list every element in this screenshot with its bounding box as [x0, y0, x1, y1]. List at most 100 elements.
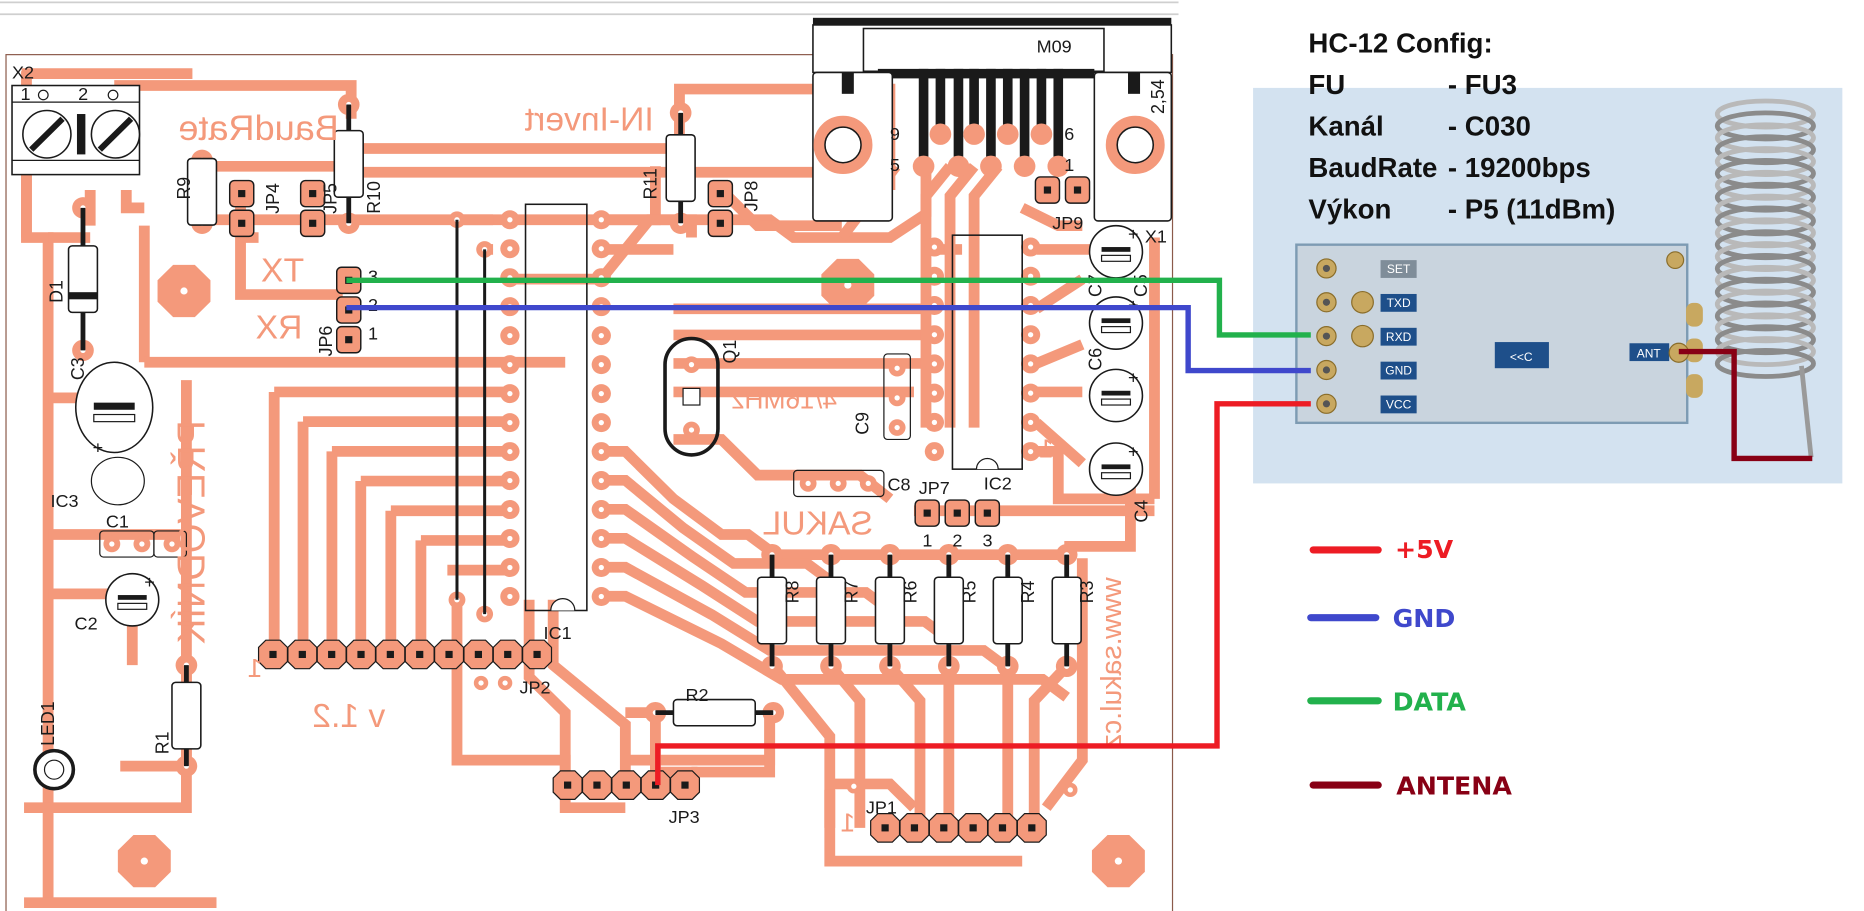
- resistor-r5: [933, 576, 965, 645]
- led1-label: LED1: [38, 701, 58, 746]
- module-pin-label: TXD: [1387, 296, 1411, 310]
- copper-trace: [596, 503, 894, 615]
- copper-trace: [596, 590, 1070, 702]
- prevodnik-copper-text: PŘEVODNÍK: [170, 420, 213, 644]
- db9-pin: [1053, 68, 1064, 164]
- author-copper-text: SAKUL: [763, 506, 873, 543]
- polarity-mark: +: [1128, 368, 1139, 388]
- gnd-wire: [346, 304, 1311, 374]
- copper-trace: [691, 712, 776, 778]
- copper-trace: [1064, 475, 1136, 552]
- module-pin-label: VCC: [1386, 398, 1412, 412]
- copper-trace: [596, 445, 776, 557]
- spring-coil: [1714, 122, 1816, 154]
- ant-pin-label: ANT: [1637, 347, 1662, 361]
- db9-pad: [1030, 123, 1053, 145]
- r10-label: R10: [364, 181, 384, 214]
- ic3-label: IC3: [51, 491, 79, 511]
- legend-label: DATA: [1393, 687, 1467, 716]
- config-block: HC-12 Config: FU - FU3 Kanál - C030 Baud…: [1308, 27, 1615, 224]
- resistor-label: R6: [900, 581, 920, 604]
- jp6-label: JP6: [316, 326, 336, 357]
- copper-trace: [547, 599, 631, 784]
- x2-label: X2: [12, 62, 34, 82]
- antenna-wire: [1678, 348, 1813, 462]
- wires: [346, 277, 1813, 786]
- c3-label: C3: [68, 357, 88, 380]
- q1-label: Q1: [720, 340, 740, 364]
- polarity-mark: +: [1128, 441, 1139, 461]
- c1-label: C1: [106, 511, 129, 531]
- capacitor-c8: [793, 469, 885, 498]
- db9-pin: [1002, 68, 1013, 131]
- copper-trace: [596, 532, 953, 644]
- c6-label: C6: [1085, 348, 1105, 371]
- config-title: HC-12 Config:: [1308, 27, 1492, 58]
- resistor-label: R8: [782, 581, 802, 604]
- tx-copper-text: TX: [261, 253, 304, 290]
- resistor-label: R3: [1077, 581, 1097, 604]
- db9-pad: [980, 155, 1002, 177]
- c9-label: C9: [852, 412, 872, 435]
- jp7-pin-label: 2: [952, 530, 962, 550]
- module-pin-label: SET: [1387, 262, 1411, 276]
- jp7-label: JP7: [919, 478, 950, 498]
- config-value-channel: - C030: [1448, 111, 1531, 142]
- db9-pad: [1013, 155, 1036, 177]
- connector-pitch-label: 2,54: [1148, 79, 1168, 114]
- legend: +5V GND DATA ANTENA: [1307, 535, 1513, 801]
- copper-trace: [1036, 445, 1155, 505]
- mount-hole: [1105, 115, 1165, 175]
- config-value-baudrate: - 19200bps: [1448, 152, 1591, 183]
- resistor-r6: [874, 576, 906, 645]
- ic1-label: IC1: [544, 623, 572, 643]
- version-copper-text: v 1.2: [312, 698, 385, 735]
- antenna-spring: [1714, 98, 1816, 379]
- resistor-r10: [333, 129, 364, 198]
- jp3-label: JP3: [669, 807, 700, 827]
- db9-pad: [929, 123, 952, 145]
- r1-label: R1: [152, 731, 172, 754]
- jp8-label: JP8: [742, 181, 762, 212]
- jp5-label: JP5: [321, 183, 341, 214]
- connector-pin6-label: 6: [1064, 124, 1074, 144]
- db9-pin: [918, 68, 929, 164]
- db9-connector: M09 9 5 6 1 2,54: [812, 17, 1173, 222]
- copper-trace: [1034, 339, 1085, 369]
- ic2-label: IC2: [984, 473, 1012, 493]
- legend-label: +5V: [1395, 535, 1454, 564]
- db9-pad: [947, 155, 970, 177]
- copper-trace: [596, 561, 1012, 673]
- config-label-fu: FU: [1308, 69, 1345, 100]
- copper-trace: [1033, 274, 1086, 314]
- c8-label: C8: [888, 475, 911, 495]
- db9-pad: [963, 123, 985, 145]
- antenna-leg: [1799, 365, 1814, 458]
- diode-d1: [67, 245, 99, 314]
- mount-hole: [813, 115, 873, 175]
- x1-label: X1: [1145, 226, 1167, 246]
- c7-label: C7: [1085, 274, 1105, 297]
- config-label-channel: Kanál: [1308, 111, 1383, 142]
- db9-pin: [986, 68, 996, 164]
- config-label-power: Výkon: [1308, 194, 1391, 225]
- copper-trace: [120, 190, 145, 214]
- connector-pin1-label: 1: [1064, 155, 1074, 175]
- resistor-label: R5: [959, 581, 979, 604]
- x2-pin1-label: 1: [20, 84, 30, 104]
- db9-pad: [996, 123, 1019, 145]
- c2-label: C2: [75, 614, 98, 634]
- polarity-mark: +: [144, 572, 155, 592]
- legend-item-gnd: GND: [1307, 604, 1455, 633]
- resistor-r8: [756, 576, 788, 645]
- led-d1: [33, 748, 76, 791]
- db9-pin: [1019, 68, 1030, 164]
- jp1-label: JP1: [866, 798, 897, 818]
- db9-pin: [935, 68, 946, 131]
- r11-label: R11: [641, 168, 661, 199]
- in-invert-copper-text: IN-Invert: [524, 102, 654, 139]
- resistor-r3: [1051, 576, 1082, 645]
- db9-pin: [969, 68, 979, 131]
